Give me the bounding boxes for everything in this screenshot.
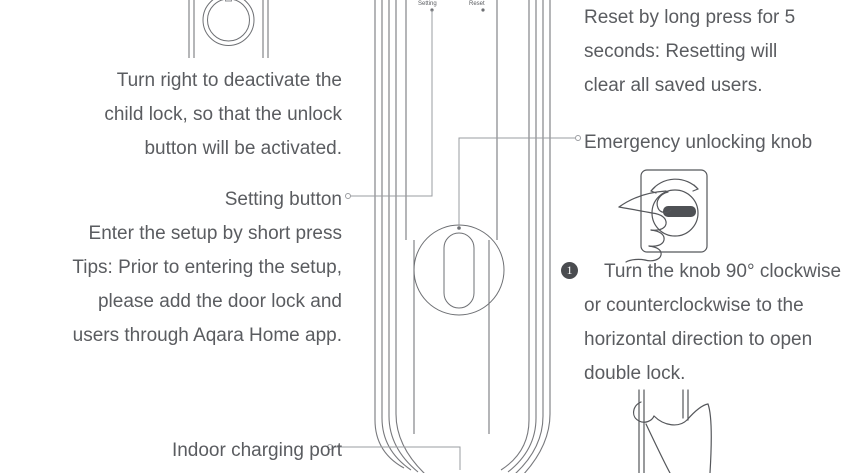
leader-setting-button [345,10,433,199]
child-lock-knob-icon [188,0,269,58]
reset-instruction-text: Reset by long press for 5 seconds: Reset… [584,7,796,96]
reset-port-label: Reset [469,1,485,7]
door-lock-body: Setting Reset [374,0,551,473]
hand-pulling-handle-icon [633,389,712,473]
knob-step-instruction-text: Turn the knob 90° clockwise or countercl… [584,261,842,384]
emergency-unlock-knob-icon [413,224,505,316]
leader-indoor-charging-port [327,444,461,470]
hand-turning-knob-icon [618,169,708,263]
emergency-unlocking-knob-label: Emergency unlocking knob [584,132,813,153]
leader-emergency-knob [457,135,581,230]
child-lock-instruction-text: Turn right to deactivate the child lock,… [104,70,342,159]
setting-button-label: Setting button [224,189,342,210]
setting-port-label: Setting [418,1,437,7]
step-number-badge: 1 [561,262,578,279]
indoor-charging-port-label: Indoor charging port [171,440,342,461]
setting-button-description-text: Enter the setup by short press Tips: Pri… [72,223,342,346]
